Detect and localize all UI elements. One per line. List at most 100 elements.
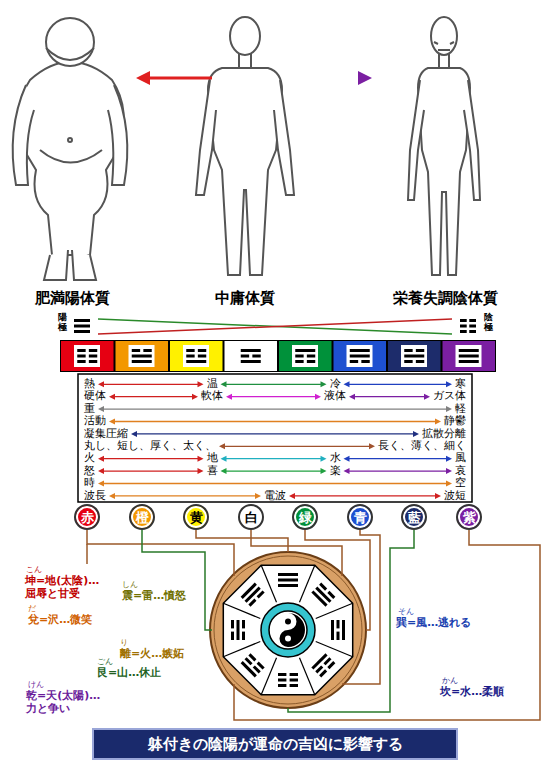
trigram-label: 坎=水…柔順: [440, 686, 504, 699]
trigram: [241, 583, 265, 607]
table-cell: 軟体: [201, 390, 223, 403]
colour-cell: [225, 341, 278, 371]
trigram-ground: [74, 345, 100, 367]
table-cell: 硬体: [84, 390, 106, 403]
table-cell: 長く、薄く、細く: [378, 440, 466, 453]
wire: [86, 544, 88, 564]
arrow-head: [446, 468, 452, 474]
reading-ruby: り: [120, 638, 128, 647]
arrow-head: [98, 406, 104, 412]
trigram: [278, 673, 298, 687]
table-cell: 喜: [207, 465, 218, 478]
colour-name: 赤: [81, 511, 94, 524]
arrow-head: [435, 419, 441, 425]
figure-label: 肥満陽体質: [35, 290, 110, 307]
trigram-ground: [238, 345, 264, 367]
table-cell: 波長: [84, 490, 106, 503]
scale-arrow: [226, 458, 322, 459]
arrow-head: [446, 456, 452, 462]
wire: [288, 530, 414, 712]
arrow-head: [219, 443, 225, 449]
scale-arrow: [349, 384, 448, 385]
arrow-head: [321, 468, 327, 474]
arrow-head: [321, 456, 327, 462]
trigram: [460, 319, 476, 333]
scale-arrow: [354, 396, 425, 397]
arrow-head: [446, 381, 452, 387]
colour-cell: [443, 341, 496, 371]
table-cell: 風: [455, 452, 466, 465]
table-cell: 重: [84, 403, 95, 416]
scale-arrow: [103, 408, 447, 409]
arrow-head: [221, 381, 227, 387]
colour-name: 白: [245, 511, 258, 524]
bagua-octagon: [223, 565, 352, 694]
pole-label: 陽極: [58, 313, 67, 333]
scale-arrow: [349, 458, 448, 459]
arrow-head: [255, 493, 261, 499]
colour-cell: [334, 341, 387, 371]
colour-name: 藍: [408, 511, 421, 524]
colour-circle: 橙: [129, 504, 155, 530]
arrow-head: [349, 394, 355, 400]
trigram: [404, 349, 424, 363]
colour-cell: [116, 341, 169, 371]
arrow-head: [198, 456, 204, 462]
scale-arrow: [103, 470, 199, 471]
trigram-ground: [347, 345, 373, 367]
table-cell: 波短: [444, 490, 466, 503]
table-cell: 液体: [324, 390, 346, 403]
arrow-head: [344, 456, 350, 462]
average-figure: [196, 17, 294, 275]
reading-ruby: けん: [28, 680, 44, 689]
trigram-ground: [292, 345, 318, 367]
trigram-label: 乾=天(太陽)…力と争い: [26, 690, 106, 715]
reading-ruby: ごん: [97, 657, 113, 666]
colour-circle: 青: [347, 504, 373, 530]
wire: [342, 530, 380, 684]
table-cell: 熱: [84, 378, 95, 391]
scale-arrow: [226, 470, 322, 471]
colour-name: 橙: [136, 511, 149, 524]
scale-arrow: [103, 483, 447, 484]
table-cell: ガス体: [433, 390, 466, 403]
colour-circle: 藍: [401, 504, 427, 530]
trigram-ground: [129, 345, 155, 367]
table-cell: 電波: [264, 490, 286, 503]
arrow-head: [344, 468, 350, 474]
colour-name: 黄: [190, 511, 203, 524]
scale-arrow: [103, 458, 199, 459]
trigram: [241, 653, 265, 677]
arrow-head: [424, 394, 430, 400]
scale-arrow: [294, 495, 436, 496]
trigram: [311, 583, 335, 607]
trigram: [295, 349, 315, 363]
colour-circle: 赤: [74, 504, 100, 530]
trigram: [331, 620, 345, 640]
colour-cell: [170, 341, 223, 371]
trigram: [77, 349, 97, 363]
caption: 躰付きの陰陽が運命の吉凶に影響する: [148, 735, 403, 754]
table-cell: 軽: [455, 403, 466, 416]
scale-arrow: [103, 384, 199, 385]
arrow-head: [413, 431, 419, 437]
arrow-head: [226, 394, 232, 400]
trigram-label: 兌=沢…微笑: [28, 614, 92, 627]
reading-ruby: かん: [442, 676, 458, 685]
arrow-head: [98, 468, 104, 474]
wire: [142, 530, 212, 630]
trigram: [278, 573, 298, 587]
colour-circle: 紫: [456, 504, 482, 530]
colour-circle: 緑: [292, 504, 318, 530]
arrow-head: [435, 493, 441, 499]
table-cell: 寒: [455, 378, 466, 391]
trigram-label: 艮=山…休止: [97, 667, 161, 680]
arrow-head: [131, 431, 137, 437]
trigram-label: 坤=地(太陰)…屈辱と甘受: [25, 575, 103, 600]
arrow-head: [221, 456, 227, 462]
table-cell: 哀: [455, 465, 466, 478]
trigram-ground: [183, 345, 209, 367]
